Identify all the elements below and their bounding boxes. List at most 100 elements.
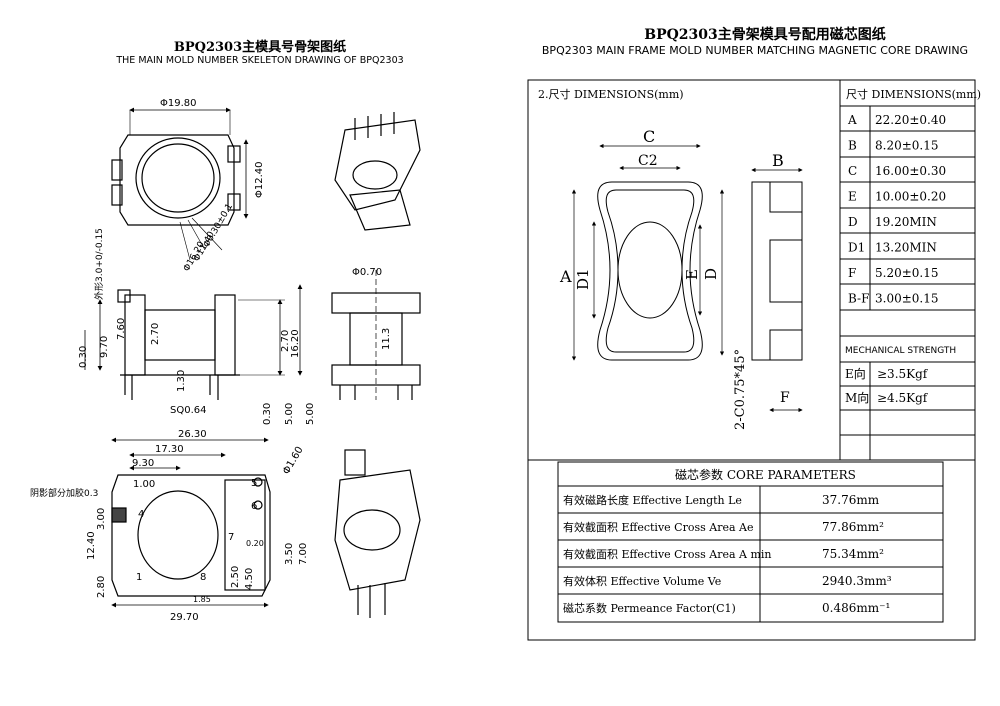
core-param-rows: 有效磁路长度 Effective Length Le 37.76mm 有效截面积 E…: [563, 493, 892, 615]
label-chamfer: 2-C0.75*45°: [733, 349, 748, 430]
core-param-name-cell: 有效磁路长度 Effective Length Le: [563, 493, 742, 507]
mech-value-cell: ≥4.5Kgf: [877, 391, 929, 405]
right-title: BPQ2303主骨架模具号配用磁芯图纸: [644, 27, 886, 43]
label-C2: C2: [638, 153, 658, 169]
pin-label-1: 1: [136, 572, 142, 583]
dim-sq: SQ0.64: [170, 405, 206, 416]
dim-12-40: Φ12.40: [254, 162, 265, 199]
core-param-name-cell: 有效截面积 Effective Cross Area Ae: [563, 520, 753, 534]
core-params-header: 磁芯参数 CORE PARAMETERS: [675, 467, 856, 482]
mech-header: MECHANICAL STRENGTH: [845, 346, 956, 356]
dim-name-cell: A: [847, 113, 857, 127]
dim-0-30b: 0.30: [262, 403, 273, 425]
pin-label-8: 8: [200, 572, 206, 583]
dim-name-cell: F: [848, 266, 856, 280]
bobbin-bottom-view: [111, 437, 271, 608]
dim-9-70: 9.70: [99, 336, 110, 358]
left-subtitle: THE MAIN MOLD NUMBER SKELETON DRAWING OF…: [116, 55, 404, 66]
label-A: A: [559, 267, 572, 286]
side-note: 外形3.0+0/-0.15: [93, 228, 105, 300]
bobbin-side-view: [331, 270, 421, 400]
dim-1-85: 1.85: [193, 595, 211, 604]
dim-name-cell: E: [848, 190, 857, 204]
left-title: BPQ2303主模具号骨架图纸: [173, 40, 347, 55]
dim-26-30: 26.30: [178, 429, 207, 440]
dim-0-30-left: 0.30: [78, 346, 89, 368]
dim-2-50: 2.50: [230, 566, 241, 588]
dim-4-50: 4.50: [244, 568, 255, 590]
dim-16-20b: 16.20: [290, 329, 301, 358]
core-front-view: [571, 143, 725, 361]
core-side-view: [751, 167, 803, 413]
dim-12-40b: 12.40: [86, 531, 97, 560]
dim-value-cell: 13.20MIN: [875, 241, 937, 255]
core-param-value-cell: 37.76mm: [822, 493, 880, 507]
dim-table-header: 尺寸 DIMENSIONS(mm): [846, 87, 981, 101]
dim-3-00: 3.00: [96, 508, 107, 530]
label-C: C: [643, 127, 655, 146]
dim-2-70: 2.70: [150, 323, 161, 345]
bobbin-top-view: [111, 107, 249, 261]
dim-1-30: 1.30: [176, 370, 187, 392]
mech-value-cell: ≥3.5Kgf: [877, 367, 929, 381]
core-param-value-cell: 75.34mm²: [822, 547, 884, 561]
core-param-name-cell: 磁芯系数 Permeance Factor(C1): [563, 601, 736, 615]
dim-0-20: 0.20: [246, 539, 264, 548]
pin-label-4: 4: [138, 509, 144, 520]
dim-7-60: 7.60: [116, 318, 127, 340]
dim-value-cell: 3.00±0.15: [875, 292, 939, 306]
dim-value-cell: 5.20±0.15: [875, 266, 939, 280]
dim-value-cell: 16.00±0.30: [875, 164, 946, 178]
dim-name-cell: B-F: [848, 292, 869, 306]
dim-shade-note: 阴影部分加胶0.3: [30, 487, 98, 499]
dim-3-50: 3.50: [284, 543, 295, 565]
dim-7-00: 7.00: [298, 543, 309, 565]
dim-1-60: Φ1.60: [281, 445, 306, 477]
dim-name-cell: C: [848, 164, 857, 178]
dim-2-80: 2.80: [96, 576, 107, 598]
dim-value-cell: 8.20±0.15: [875, 139, 939, 153]
dim-5-00a: 5.00: [284, 403, 295, 425]
dim-2-70b: 2.70: [280, 330, 291, 352]
core-param-value-cell: 0.486mm⁻¹: [822, 601, 890, 615]
label-B: B: [772, 151, 784, 170]
mech-name-cell: M向: [845, 390, 869, 405]
dim-5-00b: 5.00: [305, 403, 316, 425]
dim-1-00: 1.00: [133, 479, 155, 490]
dim-value-cell: 19.20MIN: [875, 215, 937, 229]
core-param-value-cell: 77.86mm²: [822, 520, 884, 534]
dimension-rows: A 22.20±0.40B 8.20±0.15C 16.00±0.30E 10.00±0…: [847, 113, 946, 306]
core-drawing-frame: [527, 79, 976, 641]
mech-name-cell: E向: [845, 366, 866, 381]
pin-label-7: 7: [228, 532, 234, 543]
label-F: F: [780, 390, 790, 406]
core-param-name-cell: 有效体积 Effective Volume Ve: [563, 574, 721, 588]
label-D: D: [702, 268, 720, 280]
dim-19-80: Φ19.80: [160, 98, 197, 109]
dim-name-cell: B: [848, 139, 857, 153]
dim-value-cell: 22.20±0.40: [875, 113, 946, 127]
bobbin-iso-view-top: [334, 112, 421, 231]
core-param-value-cell: 2940.3mm³: [822, 574, 892, 588]
right-subtitle: BPQ2303 MAIN FRAME MOLD NUMBER MATCHING …: [541, 44, 969, 57]
dim-9-30: 9.30: [132, 458, 154, 469]
dim-29-70: 29.70: [170, 612, 199, 623]
bobbin-iso-view-bottom: [334, 449, 421, 618]
drawing-label: 2.尺寸 DIMENSIONS(mm): [538, 87, 684, 101]
dimensions-table: [528, 105, 975, 461]
dim-17-30: 17.30: [155, 444, 184, 455]
label-E: E: [683, 269, 701, 280]
bobbin-front-view: [84, 284, 303, 400]
dim-value-cell: 10.00±0.20: [875, 190, 946, 204]
core-param-name-cell: 有效截面积 Effective Cross Area A min: [563, 547, 772, 561]
dim-11-3: 11.3: [381, 328, 392, 350]
pin-label-6: 6: [251, 501, 257, 512]
core-params-table: [557, 461, 944, 623]
pin-label-5: 5: [251, 478, 257, 489]
dim-name-cell: D: [848, 215, 858, 229]
dim-pin-0-70: Φ0.70: [352, 267, 382, 278]
label-D1: D1: [574, 268, 592, 290]
dim-name-cell: D1: [848, 241, 865, 255]
